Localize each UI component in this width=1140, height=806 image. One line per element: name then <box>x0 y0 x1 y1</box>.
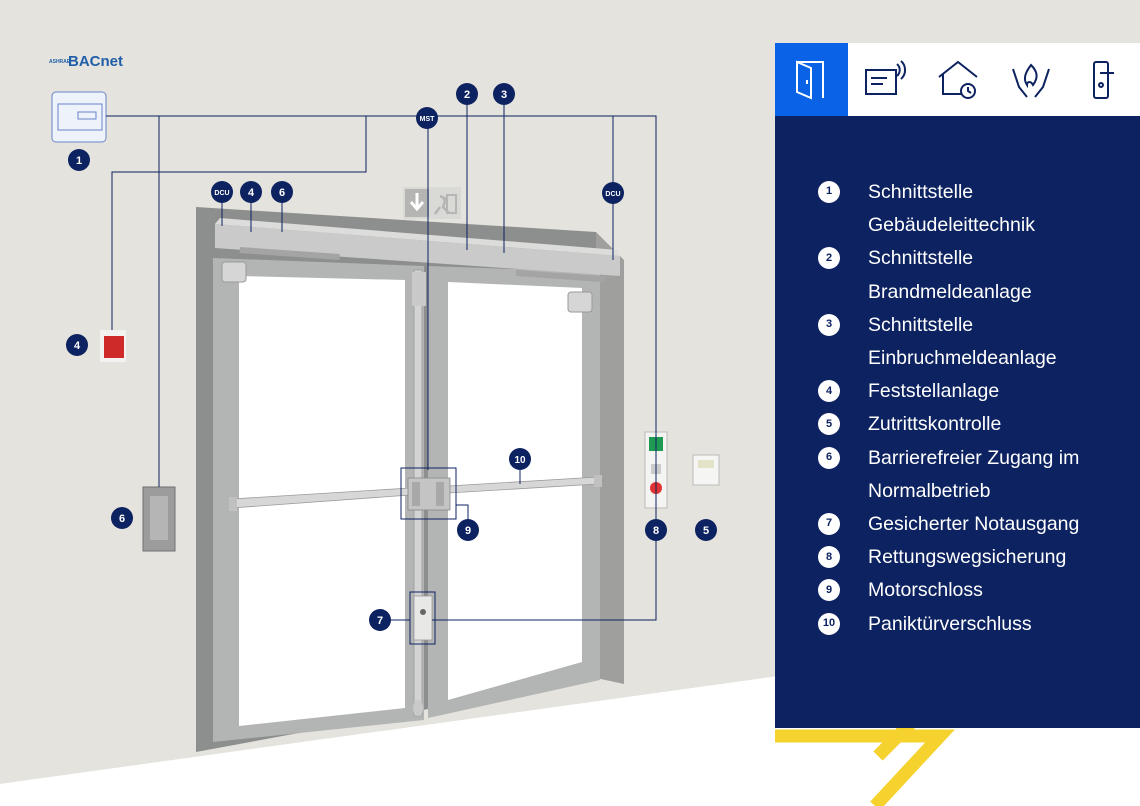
tab-door[interactable] <box>775 43 848 116</box>
hold-open-button <box>104 336 124 358</box>
badge-2: 2 <box>456 83 478 105</box>
badge-8: 8 <box>645 519 667 541</box>
tab-building-security[interactable] <box>921 43 994 116</box>
chevron-decoration-large-icon <box>775 729 955 806</box>
rod-top-latch <box>412 272 426 306</box>
svg-text:10: 10 <box>514 455 526 466</box>
building-security-icon <box>937 60 978 99</box>
access-reader <box>692 454 720 486</box>
motor-lock-handle <box>412 482 420 506</box>
bacnet-controller-rail <box>57 103 103 131</box>
bacnet-logo-small: ASHRAE <box>49 59 71 65</box>
badge-7: 7 <box>369 609 391 631</box>
badge-1: 1 <box>68 149 90 171</box>
door-frame-side <box>596 232 624 684</box>
exit-door-symbol <box>446 194 457 214</box>
svg-text:MST: MST <box>420 116 436 123</box>
emergency-lock <box>413 595 433 641</box>
rod-bottom <box>413 700 423 716</box>
badge-10: 10 <box>509 448 531 470</box>
access-reader-display <box>698 460 714 468</box>
right-door-glass <box>448 282 582 700</box>
svg-text:6: 6 <box>279 187 285 199</box>
hands-fire-icon <box>1011 62 1050 98</box>
badge-4: 4 <box>66 334 88 356</box>
door-closer-header-top <box>215 218 620 256</box>
motor-lock-handle-2 <box>436 482 444 506</box>
panic-bar-right-end <box>594 475 602 487</box>
svg-text:1: 1 <box>76 155 82 167</box>
panic-bar-left-end <box>229 497 237 511</box>
card-reader-icon <box>864 59 906 95</box>
closer-arm-right <box>515 270 606 283</box>
door-handle-icon <box>1092 60 1114 99</box>
exit-arrow-icon <box>409 193 425 212</box>
badge-5: 5 <box>695 519 717 541</box>
hinge-right <box>567 291 593 313</box>
door-icon <box>795 59 824 100</box>
bacnet-logo: BACnet <box>68 53 123 70</box>
tab-access-control[interactable] <box>848 43 921 116</box>
lock-cylinder <box>420 609 426 615</box>
badge-4-top: 4 <box>240 181 262 203</box>
badge-9: 9 <box>457 519 479 541</box>
badge-dcu-right: DCU <box>602 182 624 204</box>
tab-door-hardware[interactable] <box>1067 43 1140 116</box>
badge-mst: MST <box>416 107 438 129</box>
svg-text:6: 6 <box>119 513 125 525</box>
svg-text:9: 9 <box>465 525 471 537</box>
push-button-inner <box>150 496 168 540</box>
hinge-left <box>221 261 247 283</box>
svg-text:7: 7 <box>377 615 383 627</box>
tab-fire-protection[interactable] <box>994 43 1067 116</box>
svg-text:2: 2 <box>464 89 470 101</box>
svg-text:5: 5 <box>703 525 709 537</box>
svg-text:8: 8 <box>653 525 659 537</box>
svg-text:DCU: DCU <box>214 190 229 197</box>
svg-text:3: 3 <box>501 89 507 101</box>
closer-arm-left <box>239 247 340 260</box>
svg-text:DCU: DCU <box>605 191 620 198</box>
badge-6-top: 6 <box>271 181 293 203</box>
bacnet-controller <box>51 91 107 143</box>
connection-lines <box>106 104 657 621</box>
svg-text:4: 4 <box>248 187 255 199</box>
badge-3: 3 <box>493 83 515 105</box>
bacnet-controller-display <box>77 111 97 120</box>
svg-text:4: 4 <box>74 340 81 352</box>
badge-6: 6 <box>111 507 133 529</box>
emergency-lock-frame <box>409 591 436 645</box>
category-tabs <box>775 43 1140 116</box>
badge-dcu-left: DCU <box>211 181 233 203</box>
door-closer-header <box>215 224 620 276</box>
